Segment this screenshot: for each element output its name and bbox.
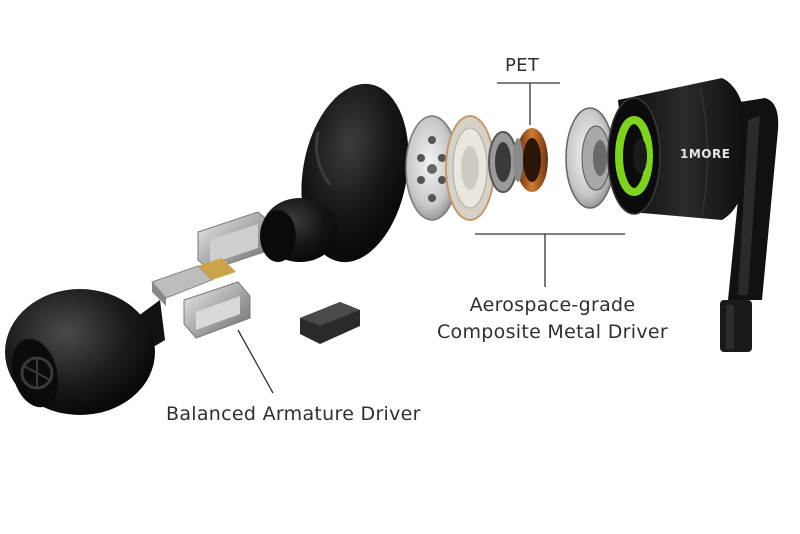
earphone-shell <box>260 83 409 263</box>
ba-callout-line <box>237 329 274 394</box>
svg-text:1MORE: 1MORE <box>680 147 730 161</box>
pet-label: PET <box>505 55 540 76</box>
diaphragm <box>445 115 495 221</box>
balanced-armature-label: Balanced Armature Driver <box>166 403 421 425</box>
brand-logo: 1MORE <box>680 147 730 161</box>
magnet-assembly <box>565 107 615 209</box>
balanced-armature-parts <box>151 211 271 339</box>
cable-stem <box>720 98 779 352</box>
driver-front-cover <box>405 115 459 221</box>
aerospace-driver-label: Aerospace-grade Composite Metal Driver <box>420 292 685 346</box>
aerospace-label-line1: Aerospace-grade <box>469 294 636 316</box>
spacer-ring <box>488 131 518 193</box>
rear-housing <box>607 78 748 220</box>
pet-coil <box>513 128 548 192</box>
aerospace-label-line2: Composite Metal Driver <box>436 321 668 343</box>
callout-lines <box>237 82 625 394</box>
ear-tip <box>5 289 165 415</box>
ba-driver-chip <box>300 302 360 344</box>
